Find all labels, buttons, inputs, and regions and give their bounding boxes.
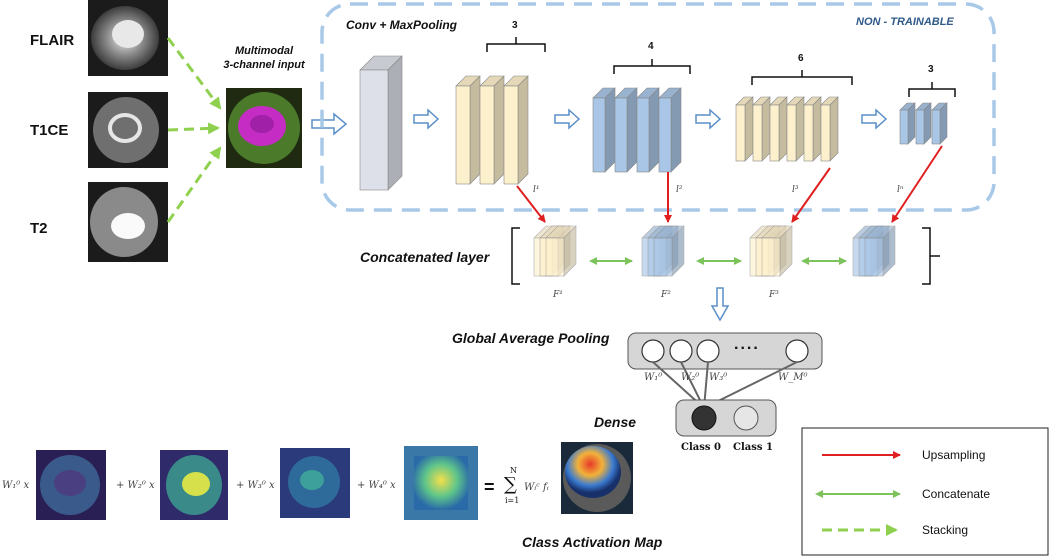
layer-label-3: l³: [792, 185, 799, 195]
non-trainable-box: [320, 2, 996, 212]
input-label-line2: 3-channel input: [223, 59, 305, 71]
cam-map-2: [160, 450, 228, 520]
class-1-neuron: [733, 405, 759, 431]
block-count-1: 3: [512, 20, 518, 31]
sum-upper: N: [510, 466, 517, 475]
input-label: Multimodal 3-channel input: [214, 44, 314, 72]
class-0-neuron: [691, 405, 717, 431]
group-3-block-1: [735, 96, 754, 162]
stacking-arrows: [166, 37, 222, 223]
feature-map-2-3: [653, 225, 685, 277]
t1ce-label: T1CE: [30, 122, 69, 139]
weight-1: W₁⁰: [644, 372, 663, 383]
group-3-block-2: [752, 96, 771, 162]
cam-term-4: + W₄⁰ x: [357, 480, 396, 491]
conv-input-block: [359, 55, 403, 191]
group-3-block-3: [769, 96, 788, 162]
group-2-block-2: [614, 87, 638, 173]
dense-label: Dense: [594, 414, 637, 430]
group-1-block-3: [503, 75, 529, 185]
non-trainable-label: NON - TRAINABLE: [856, 16, 954, 28]
cam-term-3: + W₃⁰ x: [236, 480, 275, 491]
class-0-label: Class 0: [681, 442, 721, 453]
legend-stacking-label: Stacking: [922, 523, 969, 537]
block-count-4: 3: [928, 64, 934, 75]
cam-term-2: + W₂⁰ x: [116, 480, 155, 491]
group-3-block-5: [803, 96, 822, 162]
concat-label: Concatenated layer: [360, 249, 490, 265]
group-2-block-3: [636, 87, 660, 173]
input-label-line1: Multimodal: [234, 45, 294, 57]
group-4-block-1: [899, 102, 916, 145]
weight-3: W₃⁰: [709, 372, 728, 383]
group-4-block-2: [915, 102, 932, 145]
upsampling-arrows: [516, 145, 943, 223]
weight-2: W₂⁰: [681, 372, 700, 383]
t1ce-image: [88, 92, 168, 168]
class-1-label: Class 1: [733, 442, 773, 453]
layer-label-1: l¹: [533, 185, 540, 195]
feature-label-1: F¹: [553, 290, 563, 300]
cam-map-4: [404, 446, 478, 520]
multimodal-input-image: [226, 88, 302, 168]
weight-m: W_M⁰: [778, 372, 808, 383]
feature-map-3-3: [761, 225, 793, 277]
sum-body: Wᵢᶜ fᵢ: [524, 482, 549, 493]
feature-map-n-3: [864, 225, 896, 277]
cam-map-1: [36, 450, 106, 520]
sum-lower: i=1: [505, 496, 520, 505]
gap-dots: ....: [734, 336, 760, 353]
group-3-block-4: [786, 96, 805, 162]
group-3-block-6: [820, 96, 839, 162]
group-2-block-4: [658, 87, 682, 173]
feature-map-1-3: [545, 225, 577, 277]
conv-label: Conv + MaxPooling: [346, 18, 458, 32]
gap-label: Global Average Pooling: [452, 330, 610, 346]
feature-label-3: F³: [769, 290, 779, 300]
layer-label-2: l²: [676, 185, 683, 195]
cam-map-3: [280, 448, 350, 518]
block-count-2: 4: [648, 41, 654, 52]
flair-label: FLAIR: [30, 32, 75, 49]
cam-result: [561, 442, 633, 514]
dense-box: [675, 399, 777, 437]
sum-symbol: ∑: [504, 474, 517, 495]
concat-bracket: [511, 227, 940, 285]
flow-arrows: [311, 108, 888, 322]
legend-concatenate-label: Concatenate: [922, 487, 991, 501]
group-2-block-1: [592, 87, 616, 173]
t2-image: [88, 182, 168, 262]
legend-upsampling-label: Upsampling: [922, 448, 986, 462]
t2-label: T2: [30, 220, 48, 237]
block-count-3: 6: [798, 53, 804, 64]
equals-sign: =: [484, 477, 495, 497]
group-4-block-3: [931, 102, 948, 145]
gap-neurons: [641, 339, 809, 363]
layer-label-4: lⁿ: [897, 185, 904, 195]
cam-label: Class Activation Map: [522, 534, 663, 550]
feature-label-2: F²: [661, 290, 671, 300]
cam-term-1: W₁⁰ x: [2, 480, 30, 491]
flair-image: [88, 0, 168, 76]
group-1-block-2: [479, 75, 505, 185]
group-braces: [486, 37, 956, 97]
group-1-block-1: [455, 75, 481, 185]
conv-blocks: [359, 55, 948, 277]
